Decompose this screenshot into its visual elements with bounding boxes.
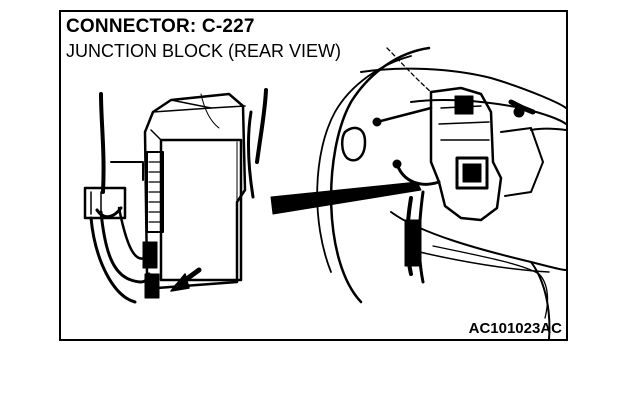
diagram-artwork xyxy=(83,46,566,339)
junction-block-label: JUNCTION BLOCK (REAR VIEW) xyxy=(66,41,342,61)
connector-title: CONNECTOR: C-227 xyxy=(66,16,255,37)
leader-wedge xyxy=(270,181,422,215)
dashboard-illustration xyxy=(316,46,566,339)
diagram-frame: CONNECTOR: C-227 JUNCTION BLOCK (REAR VI… xyxy=(59,10,568,341)
figure-code: AC101023AC xyxy=(468,320,562,337)
pointer-arrow xyxy=(170,267,202,292)
junction-block-illustration xyxy=(83,88,268,304)
